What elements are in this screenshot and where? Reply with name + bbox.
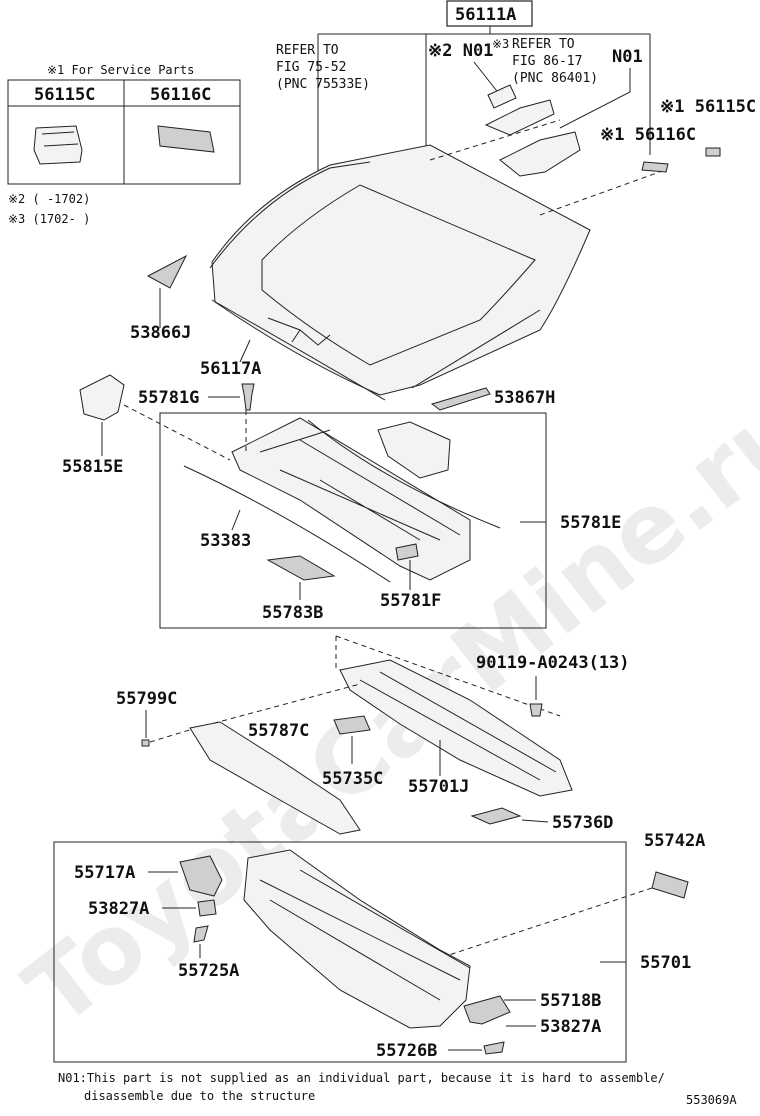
- label-55701[interactable]: 55701: [640, 953, 691, 973]
- label-53866j[interactable]: 53866J: [130, 323, 191, 343]
- label-55799c[interactable]: 55799C: [116, 689, 177, 709]
- part-53867h-icon: [430, 387, 491, 411]
- assembly-bracket: [317, 26, 651, 180]
- label-55781e[interactable]: 55781E: [560, 513, 621, 533]
- clip-55799c-icon: [141, 739, 150, 747]
- series-notes: ※2 ( -1702) ※3 (1702- ): [8, 192, 98, 226]
- louver-ribs: [259, 429, 461, 541]
- label-90119[interactable]: 90119-A0243(13): [476, 653, 630, 673]
- part-55735c-icon: [333, 715, 371, 735]
- part-55815e-icon: [79, 374, 125, 421]
- part-55781f-icon: [395, 543, 419, 561]
- service-part-56116c[interactable]: 56116C: [150, 85, 211, 105]
- part-55742a-icon: [651, 871, 689, 899]
- clip-55781g-icon: [241, 383, 255, 411]
- label-56115c-top[interactable]: ※1 56115C: [660, 97, 756, 117]
- leader-56117a: [239, 339, 251, 363]
- label-55742a[interactable]: 55742A: [644, 831, 705, 851]
- assembly-label-box: [446, 0, 533, 27]
- bracket-n01-c[interactable]: [499, 131, 581, 177]
- part-55736d-icon: [470, 807, 522, 825]
- part-55718b-icon: [463, 995, 511, 1025]
- dash-55799c: [149, 683, 361, 743]
- label-55735c[interactable]: 55735C: [322, 769, 383, 789]
- panel-55701j-ribs: [359, 671, 557, 781]
- wiper-mark: [267, 317, 331, 346]
- bolt-90119-icon: [529, 703, 543, 717]
- clip-56116c-top-icon: [641, 161, 669, 173]
- service-part-56115c[interactable]: 56115C: [34, 85, 95, 105]
- label-55701j[interactable]: 55701J: [408, 777, 469, 797]
- windshield-moulding-right: [411, 309, 541, 389]
- label-56117a[interactable]: 56117A: [200, 359, 261, 379]
- label-55787c[interactable]: 55787C: [248, 721, 309, 741]
- bracket-55787c[interactable]: [189, 721, 361, 835]
- dash-55742a: [439, 887, 653, 959]
- group-box-55701: [53, 841, 627, 1063]
- clip-56116c-icon: [157, 125, 215, 153]
- label-55736d[interactable]: 55736D: [552, 813, 613, 833]
- label-55726b[interactable]: 55726B: [376, 1041, 437, 1061]
- part-55783b-icon: [266, 555, 336, 581]
- label-55783b[interactable]: 55783B: [262, 603, 323, 623]
- clip-56115c-top-icon: [705, 147, 721, 157]
- n01-leaders: [473, 61, 631, 129]
- seal-53383[interactable]: [183, 465, 391, 583]
- leader-55736d: [521, 819, 549, 823]
- part-53866j-icon: [146, 254, 188, 289]
- n01-label-c[interactable]: N01: [612, 47, 643, 67]
- refer-fig-75[interactable]: REFER TO FIG 75-52 (PNC 75533E): [276, 43, 370, 92]
- label-53827a-right[interactable]: 53827A: [540, 1017, 601, 1037]
- panel-55701[interactable]: [243, 849, 471, 1029]
- dash-55701j: [335, 635, 561, 717]
- footnote: N01:This part is not supplied as an indi…: [58, 1071, 672, 1103]
- part-55726b-icon: [483, 1041, 505, 1055]
- service-box-title: ※1 For Service Parts: [47, 63, 194, 77]
- louver-inset-part: [377, 421, 451, 479]
- bracket-n01-b[interactable]: [484, 99, 555, 136]
- bracket-n01-a[interactable]: [487, 84, 517, 109]
- windshield-inner: [261, 184, 536, 366]
- label-55725a[interactable]: 55725A: [178, 961, 239, 981]
- assembly-label[interactable]: 56111A: [455, 5, 516, 25]
- diagram-id: 553069A: [686, 1093, 737, 1107]
- label-53383[interactable]: 53383: [200, 531, 251, 551]
- n01-label-a[interactable]: ※2 N01: [428, 41, 493, 61]
- n01-series-mark: ※3: [492, 37, 509, 51]
- windshield-moulding-left: [209, 161, 371, 269]
- label-55717a[interactable]: 55717A: [74, 863, 135, 883]
- label-53827a-left[interactable]: 53827A: [88, 899, 149, 919]
- part-55717a-icon: [179, 855, 223, 897]
- group-box-55781e: [159, 412, 547, 629]
- dash-55815e: [123, 404, 231, 461]
- label-55781g[interactable]: 55781G: [138, 388, 199, 408]
- refer-fig-86[interactable]: REFER TO FIG 86-17 (PNC 86401): [512, 37, 598, 86]
- label-55718b[interactable]: 55718B: [540, 991, 601, 1011]
- clip-56115c-detail: [41, 131, 79, 147]
- leader-53383: [231, 509, 241, 531]
- windshield-glass[interactable]: [211, 144, 591, 396]
- molding-56117a[interactable]: [211, 299, 386, 401]
- label-55781f[interactable]: 55781F: [380, 591, 441, 611]
- part-53827a-left-icon: [197, 899, 217, 917]
- panel-55701-ribs: [259, 869, 471, 1001]
- clip-leader-dashed: [429, 119, 666, 216]
- label-53867h[interactable]: 53867H: [494, 388, 555, 408]
- label-56116c-top[interactable]: ※1 56116C: [600, 125, 696, 145]
- louver-seal-edge: [307, 419, 501, 529]
- label-55815e[interactable]: 55815E: [62, 457, 123, 477]
- part-55725a-icon: [193, 925, 209, 943]
- panel-55701j[interactable]: [339, 659, 573, 797]
